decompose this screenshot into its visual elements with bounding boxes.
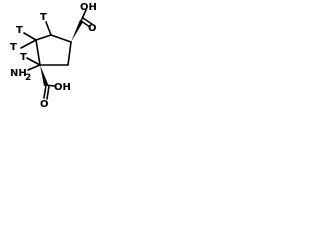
bond-carboxyl-bottom-o-1 xyxy=(43,84,47,99)
amine-label: NH xyxy=(10,68,27,79)
bond-carboxyl-top-oh xyxy=(80,9,87,22)
bond-carboxyl-bottom-o-2 xyxy=(46,85,50,100)
ring-bond-c2-c3 xyxy=(67,41,72,66)
carboxyl-bottom-oh-label: OH xyxy=(54,82,71,93)
carboxyl-bottom-o-label: O xyxy=(40,99,49,109)
bond-amine xyxy=(27,64,41,71)
ring-bond-c4-c5 xyxy=(35,39,41,66)
bond-carboxyl-top-o-2 xyxy=(82,17,93,25)
bond-tritium-2 xyxy=(45,21,52,36)
bond-tritium-3 xyxy=(20,39,37,49)
tritium-label-3: T xyxy=(10,42,17,53)
wedge-bond-bottom-carboxyl xyxy=(40,65,48,86)
bond-tritium-4 xyxy=(26,57,41,66)
tritium-label-2: T xyxy=(16,25,23,36)
wedge-bond-top-carboxyl xyxy=(71,20,83,42)
bond-carboxyl-top-o-1 xyxy=(80,20,91,28)
carboxyl-top-oh-label: OH xyxy=(80,2,97,13)
bond-carboxyl-bottom-oh xyxy=(45,84,55,87)
chemical-structure: T T T T NH 2 OH O OH O xyxy=(10,2,97,109)
tritium-label-1: T xyxy=(40,12,47,23)
tritium-label-4: T xyxy=(20,52,27,63)
bond-tritium-1 xyxy=(23,32,37,41)
carboxyl-top-o-label: O xyxy=(88,23,97,34)
ring-bond-c5-c1 xyxy=(35,34,52,41)
amine-subscript: 2 xyxy=(25,73,31,83)
ring-bond-c1-c2 xyxy=(50,34,72,43)
